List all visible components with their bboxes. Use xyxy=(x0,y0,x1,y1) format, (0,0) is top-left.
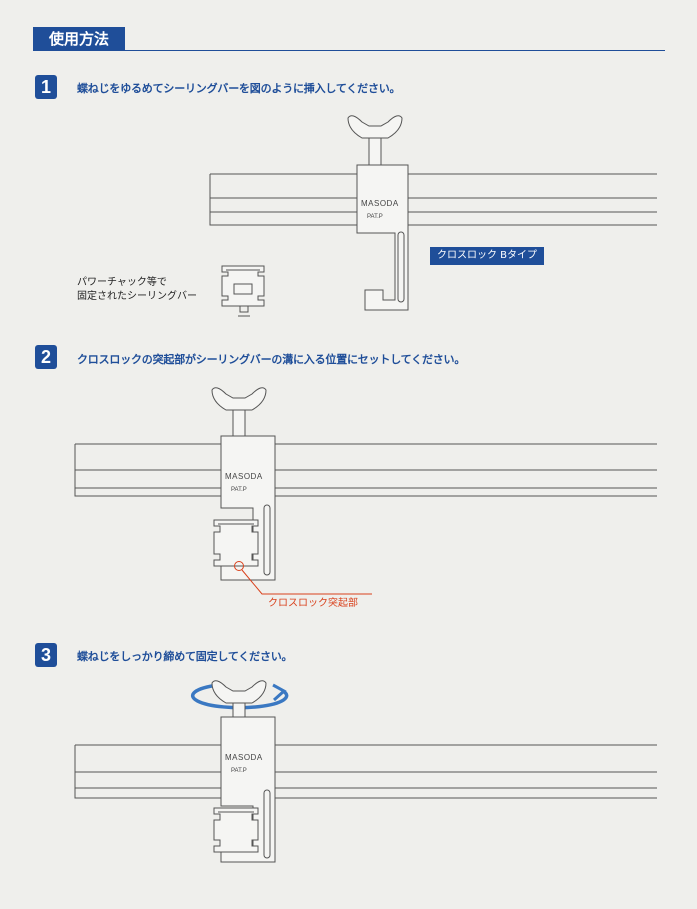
step-1-badge: 1 xyxy=(35,75,57,99)
clamp-brand-3: MASODA xyxy=(225,753,263,762)
bar-caption-line1: パワーチャック等で xyxy=(77,277,167,288)
bar-caption-line2: 固定されたシーリングバー xyxy=(77,291,197,302)
section-title-underline xyxy=(33,50,665,51)
step-1-diagram: MASODA PAT.P xyxy=(209,115,657,317)
step-2-badge: 2 xyxy=(35,345,57,369)
product-tag: クロスロック Bタイプ xyxy=(430,247,545,265)
clamp-body xyxy=(356,164,409,311)
clamp-patent-3: PAT.P xyxy=(231,768,247,774)
section-title: 使用方法 xyxy=(33,27,125,51)
step-1-text: 蝶ねじをゆるめてシーリングバーを図のように挿入してください。 xyxy=(77,82,401,95)
ceiling-bar-section xyxy=(213,519,259,567)
callout-leader xyxy=(241,569,372,595)
ceiling-bar-section xyxy=(221,265,265,317)
step-2-diagram: MASODA PAT.P xyxy=(74,387,657,595)
ceiling-bar xyxy=(209,173,657,226)
step-2-text: クロスロックの突起部がシーリングバーの溝に入る位置にセットしてください。 xyxy=(77,353,466,366)
clamp-patent-1: PAT.P xyxy=(367,214,383,220)
clamp-patent-2: PAT.P xyxy=(231,487,247,493)
ceiling-bar xyxy=(74,744,657,799)
bar-caption: パワーチャック等で 固定されたシーリングバー xyxy=(77,276,197,304)
clamp-body xyxy=(220,435,276,581)
protrusion-callout: クロスロック突起部 xyxy=(268,598,358,609)
clamp-brand-1: MASODA xyxy=(361,199,399,208)
wing-nut-icon xyxy=(347,115,403,166)
step-3-badge: 3 xyxy=(35,643,57,667)
clamp-brand-2: MASODA xyxy=(225,472,263,481)
wing-nut-icon xyxy=(211,387,267,437)
step-3-text: 蝶ねじをしっかり締めて固定してください。 xyxy=(77,650,293,663)
ceiling-bar-section xyxy=(213,807,259,853)
protrusion-marker xyxy=(234,561,244,571)
wing-nut-icon xyxy=(211,680,267,718)
step-3-diagram: MASODA PAT.P xyxy=(74,680,657,863)
ceiling-bar xyxy=(74,443,657,497)
rotation-arrow-icon xyxy=(190,683,289,710)
